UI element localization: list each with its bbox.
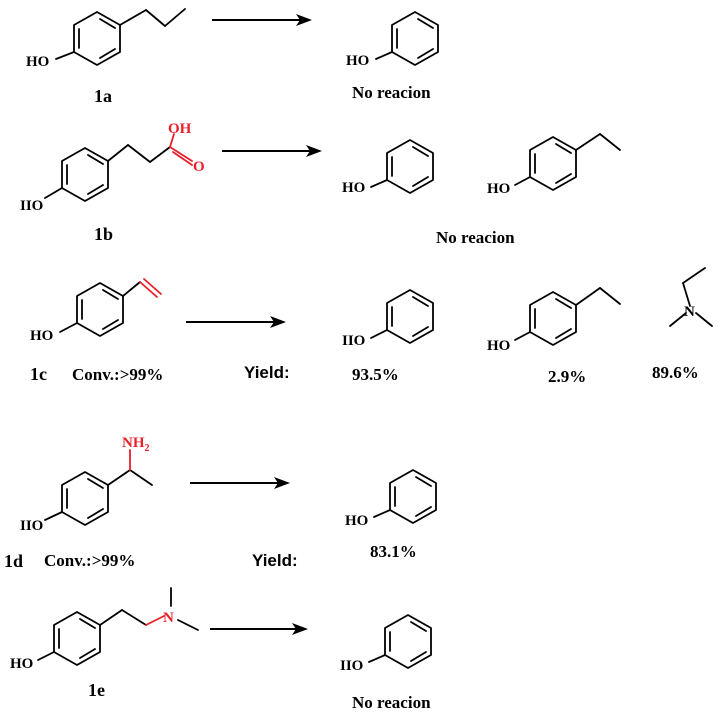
benzene-ring <box>529 291 577 346</box>
benzene-ring <box>391 11 439 66</box>
propyl-chain <box>145 9 166 27</box>
c-o-bond <box>55 51 75 60</box>
product-phenol-structure: IIO <box>340 614 432 674</box>
no-reaction-note: No reacion <box>352 693 431 712</box>
c-oh-bond <box>169 133 175 148</box>
ethyl-bond <box>682 267 706 284</box>
conversion-value: Conv.:>99% <box>44 551 135 570</box>
phenol-yield: 83.1% <box>370 542 417 561</box>
hydroxyl-label: IIO <box>340 658 363 674</box>
propyl-chain <box>164 8 186 27</box>
double-bond <box>99 18 116 29</box>
double-bond <box>99 48 116 59</box>
nitrogen-label: N <box>163 610 174 626</box>
hydroxyl-label: HO <box>487 338 510 354</box>
benzene-ring <box>529 136 577 191</box>
c-o-bond <box>375 51 393 60</box>
conversion-value: Conv.:>99% <box>72 365 163 384</box>
benzene-ring <box>73 11 121 66</box>
reactant-1a-structure: HO <box>26 8 186 70</box>
no-reaction-note: No reacion <box>436 228 515 247</box>
methyl-bond <box>177 619 199 631</box>
benzene-ring <box>386 289 434 344</box>
reactant-1d-structure: NH2 IIO <box>20 435 153 534</box>
hydroxyl-label: HO <box>487 181 510 197</box>
reaction-arrow <box>186 316 286 328</box>
product-4-ethylphenol-structure: HO <box>487 133 621 197</box>
ethyl-chain <box>575 287 601 306</box>
4-ethylphenol-yield: 2.9% <box>548 367 586 386</box>
hydroxyl-label: HO <box>10 656 33 672</box>
product-phenol-structure: IIO <box>342 289 434 349</box>
ethyl-chain <box>575 133 601 151</box>
compound-label-1c: 1c <box>30 364 47 384</box>
compound-label-1d: 1d <box>4 551 23 571</box>
compound-label-1a: 1a <box>94 86 112 106</box>
carbonyl-double-bond <box>169 146 193 162</box>
yield-label: Yield: <box>244 363 290 382</box>
hydroxyl-label: OH <box>168 121 192 137</box>
yield-label: Yield: <box>252 551 298 570</box>
methyl-bond <box>669 312 687 327</box>
carbonyl-oxygen-label: O <box>193 159 205 175</box>
methyl-bond <box>129 469 153 486</box>
ethyl-chain <box>599 133 621 151</box>
benzene-ring <box>61 471 109 526</box>
ethyl-bond <box>682 282 691 307</box>
hydroxyl-label: IIO <box>20 198 43 214</box>
no-reaction-note: No reacion <box>352 83 431 102</box>
reaction-arrow <box>210 623 308 635</box>
reaction-1a: HO 1a HO No reacion <box>26 8 439 106</box>
nitrogen-label: N <box>684 304 695 320</box>
hydroxyl-label: HO <box>346 53 369 69</box>
hydroxyl-label: IIO <box>342 333 365 349</box>
benzene-ring <box>53 611 101 666</box>
propyl-chain <box>119 9 147 26</box>
amine-yield: 89.6% <box>652 363 699 382</box>
reactant-1e-structure: N HO <box>10 587 199 672</box>
hydroxyl-label: HO <box>26 54 49 70</box>
vinyl-double-bond <box>139 281 158 298</box>
hydroxyl-label: IIO <box>20 518 43 534</box>
compound-label-1b: 1b <box>94 224 113 244</box>
ethyl-chain <box>599 287 621 305</box>
reaction-arrow <box>212 14 312 26</box>
product-amine-structure: N <box>669 267 713 327</box>
compound-label-1e: 1e <box>88 680 105 700</box>
methyl-bond <box>695 312 713 327</box>
reactant-1c-structure: HO <box>30 278 162 344</box>
hydroxyl-label: HO <box>345 513 368 529</box>
product-phenol-structure: HO <box>345 469 437 529</box>
reaction-1e: N HO 1e IIO No reacion <box>10 587 432 712</box>
c-o-bond <box>44 187 63 199</box>
reaction-arrow <box>222 145 322 157</box>
hydroxyl-label: HO <box>30 328 53 344</box>
benzene-ring <box>384 614 432 669</box>
benzene-ring <box>386 139 434 194</box>
c-n-bond <box>145 615 165 626</box>
reaction-arrow <box>190 477 290 489</box>
reaction-1d: NH2 IIO 1d Conv.:>99% Yield: HO 83.1% <box>4 435 437 571</box>
product-phenol-structure: HO <box>346 11 439 69</box>
product-4-ethylphenol-structure: HO <box>487 287 621 354</box>
hydroxyl-label: HO <box>342 180 365 196</box>
benzene-ring <box>61 147 109 202</box>
reactant-1b-structure: OH O IIO <box>20 121 205 214</box>
vinyl-single-bond <box>122 281 141 297</box>
reaction-1c: HO 1c Conv.:>99% Yield: IIO 93.5% HO <box>30 267 713 386</box>
benzene-ring <box>389 469 437 524</box>
phenol-yield: 93.5% <box>352 365 399 384</box>
product-phenol-structure: HO <box>342 139 434 196</box>
benzene-ring <box>76 282 124 337</box>
amine-label: NH2 <box>122 435 150 454</box>
reaction-1b: OH O IIO 1b HO HO No reacion <box>20 121 621 247</box>
